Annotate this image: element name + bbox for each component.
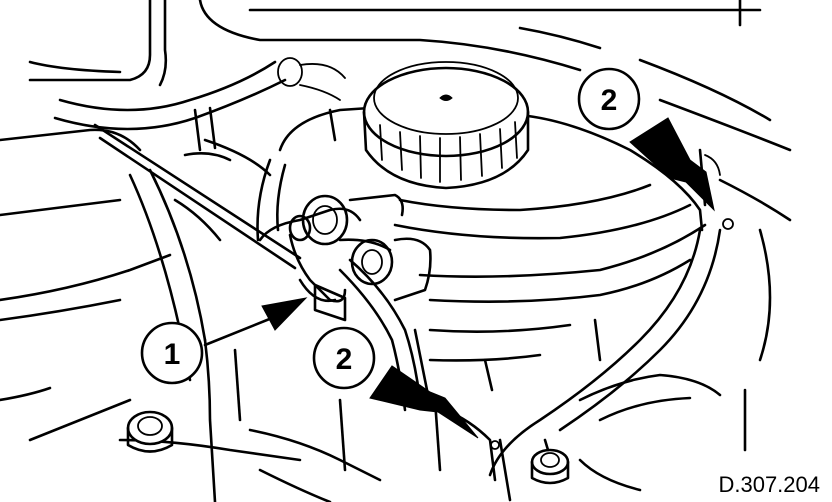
arrow-callout-2-top [629,117,715,212]
callout-1: 1 [140,321,204,385]
callout-2-top: 2 [577,67,641,131]
callout-2-bottom-label: 2 [336,343,353,376]
bolt-right [530,438,570,485]
callout-2-top-label: 2 [601,84,618,117]
arrow-callout-1 [203,297,308,347]
coolant-hose-upper [53,57,346,131]
upper-body-panel [28,0,792,152]
right-wing-panel [488,148,792,492]
callout-1-label: 1 [164,338,181,371]
bolt-left [126,410,174,453]
lower-structure [118,338,512,502]
callout-2-bottom: 2 [312,326,376,390]
arrow-callout-2-bottom [369,365,479,439]
left-wing-structure [0,106,272,442]
reservoir-cap [362,61,530,190]
brake-line [93,123,302,270]
figure-reference: D.307.204 [718,472,820,497]
